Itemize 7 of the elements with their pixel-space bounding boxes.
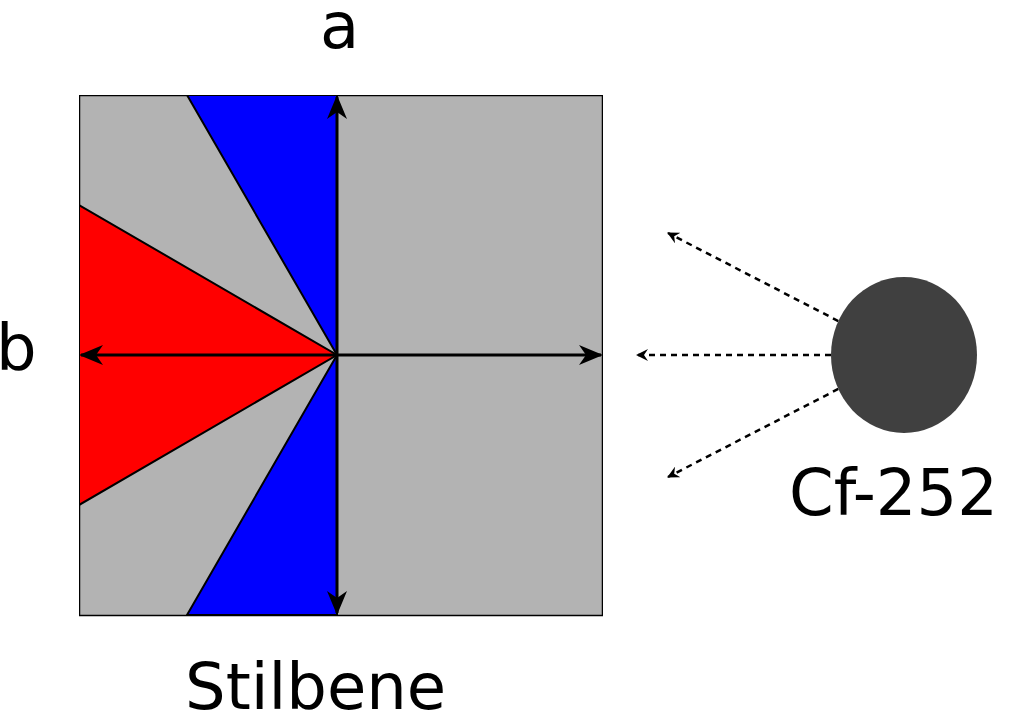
source-label: Cf-252 [789, 461, 998, 525]
axis-label: a [320, 0, 360, 58]
axis-label: b [0, 316, 37, 380]
arrow [636, 349, 831, 361]
arrow [667, 231, 839, 323]
crystal-label: Stilbene [185, 655, 447, 719]
arrow [667, 387, 839, 479]
